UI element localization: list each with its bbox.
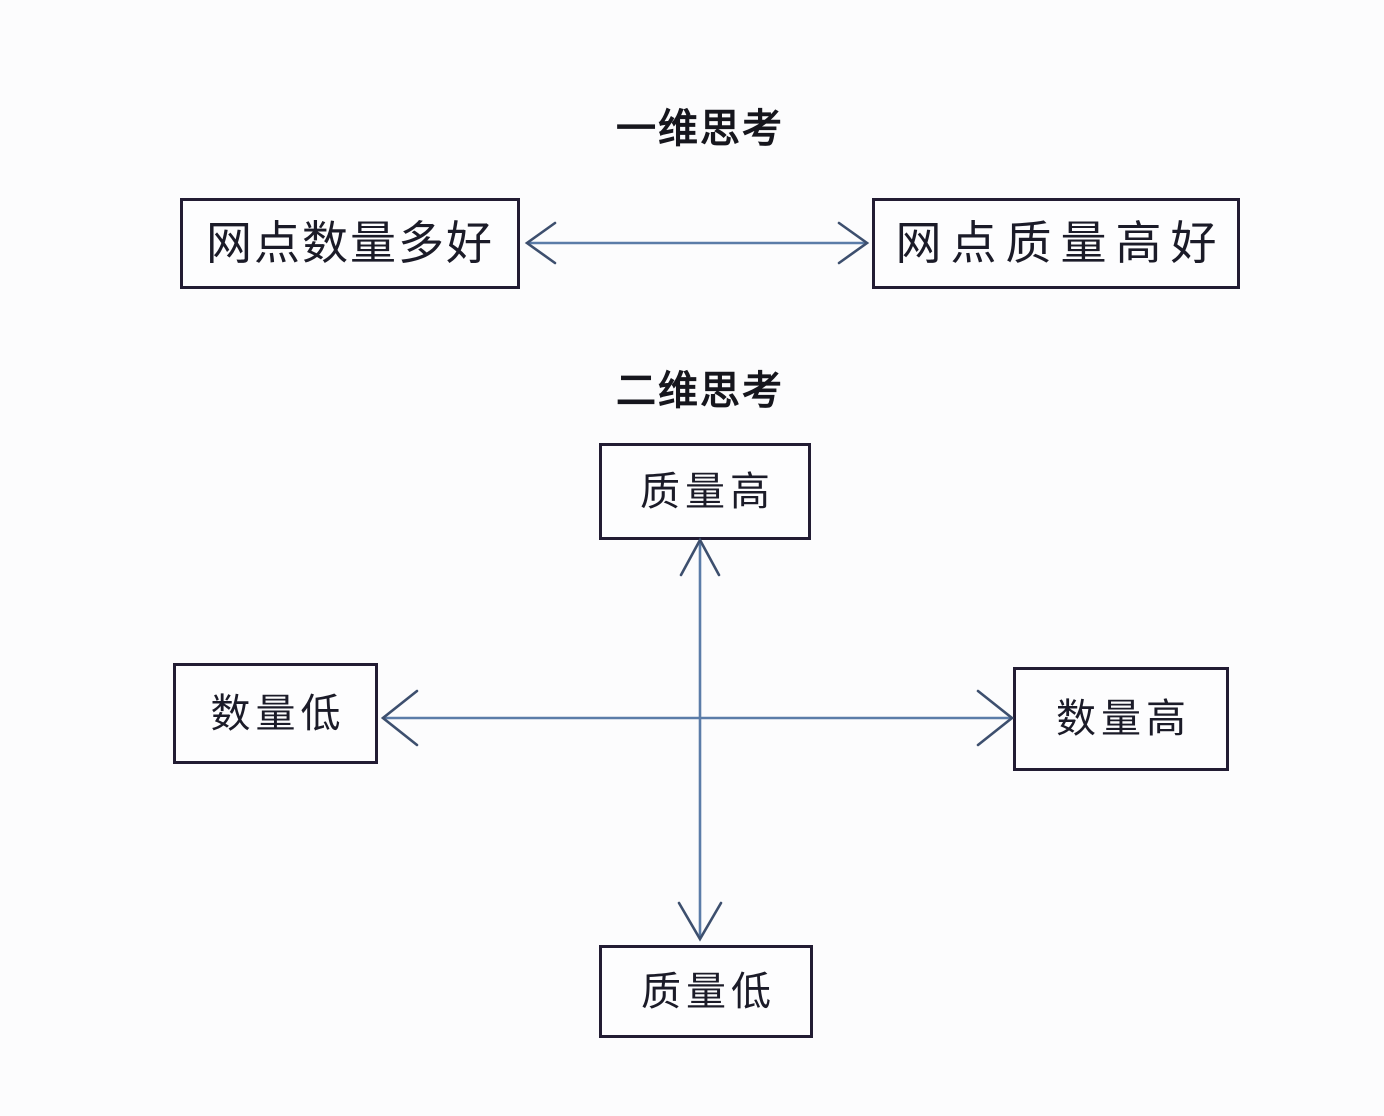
horizontal-quantity-axis-connector	[380, 689, 1015, 747]
node-label-branch-quantity: 网点数量多好	[206, 217, 494, 269]
vertical-quality-axis-connector	[677, 537, 723, 942]
arrowhead-left-icon	[524, 221, 557, 265]
node-label-quality-low: 质量低	[641, 968, 776, 1014]
node-box-branch-quantity[interactable]: 网点数量多好	[180, 198, 520, 289]
node-label-quality-high: 质量高	[640, 468, 775, 514]
arrowhead-right-icon	[837, 221, 870, 265]
arrowhead-down-icon	[677, 901, 723, 942]
node-label-branch-quality: 网点质量高好	[895, 217, 1226, 269]
arrowhead-right-quantity-icon	[976, 689, 1015, 747]
horizontal-double-arrow-connector	[524, 221, 870, 265]
node-box-quality-high[interactable]: 质量高	[599, 443, 811, 540]
arrowhead-left-quantity-icon	[380, 689, 419, 747]
arrowhead-up-icon	[679, 537, 721, 577]
node-label-quantity-high: 数量高	[1056, 696, 1191, 741]
section-title-two-dimensional: 二维思考	[616, 369, 784, 413]
node-box-quality-low[interactable]: 质量低	[599, 945, 813, 1038]
section-title-one-dimensional: 一维思考	[616, 107, 784, 151]
node-box-quantity-high[interactable]: 数量高	[1013, 667, 1229, 771]
node-label-quantity-low: 数量低	[210, 690, 346, 736]
node-box-branch-quality[interactable]: 网点质量高好	[872, 198, 1240, 289]
node-box-quantity-low[interactable]: 数量低	[173, 663, 378, 764]
